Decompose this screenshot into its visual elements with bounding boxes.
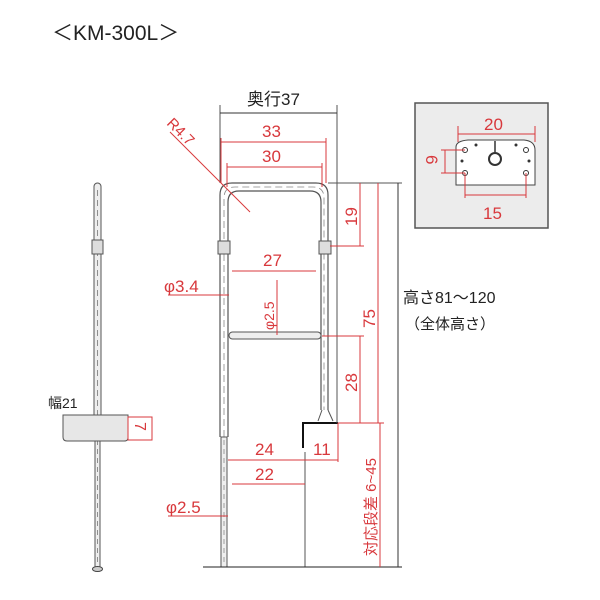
inner-width-label: 30 xyxy=(262,147,281,166)
hole-pitch-label: 15 xyxy=(483,204,502,223)
diagram-title: ＜KM-300L＞ xyxy=(52,22,179,45)
step-depth-label: 11 xyxy=(313,440,331,459)
crossbar-width-label: 27 xyxy=(263,251,282,270)
bracket xyxy=(62,414,129,442)
outer-width-label: 33 xyxy=(262,122,281,141)
step-outer-width-label: 24 xyxy=(255,440,274,459)
radius-label: R4.7 xyxy=(163,115,197,149)
crossbar-height-label: 28 xyxy=(342,373,361,392)
mounting-plate-inset: 20 6 15 xyxy=(414,102,549,229)
dimension-lines xyxy=(168,131,384,567)
total-height-note: （全体高さ） xyxy=(405,315,495,333)
bracket-height-label: 7 xyxy=(131,422,148,431)
width-label: 幅21 xyxy=(48,395,78,411)
front-view-frame xyxy=(203,105,402,568)
plate-height-label: 6 xyxy=(422,155,441,164)
side-view: 幅21 7 xyxy=(48,182,153,572)
plate-width-label: 20 xyxy=(484,115,503,134)
upper-height-label: 75 xyxy=(360,309,379,328)
depth-label: 奥行37 xyxy=(247,90,300,109)
lower-pipe-diameter-label: φ2.5 xyxy=(166,498,201,517)
step-range-label: 対応段差 6~45 xyxy=(363,458,380,556)
step-inner-width-label: 22 xyxy=(255,465,274,484)
overall-dimension-lines xyxy=(220,112,399,567)
crossbar-diameter-label: φ2.5 xyxy=(261,301,277,330)
total-height-label: 高さ81～120 xyxy=(403,289,496,307)
upper-pipe-diameter-label: φ3.4 xyxy=(164,277,199,296)
joint-offset-label: 19 xyxy=(342,207,361,226)
